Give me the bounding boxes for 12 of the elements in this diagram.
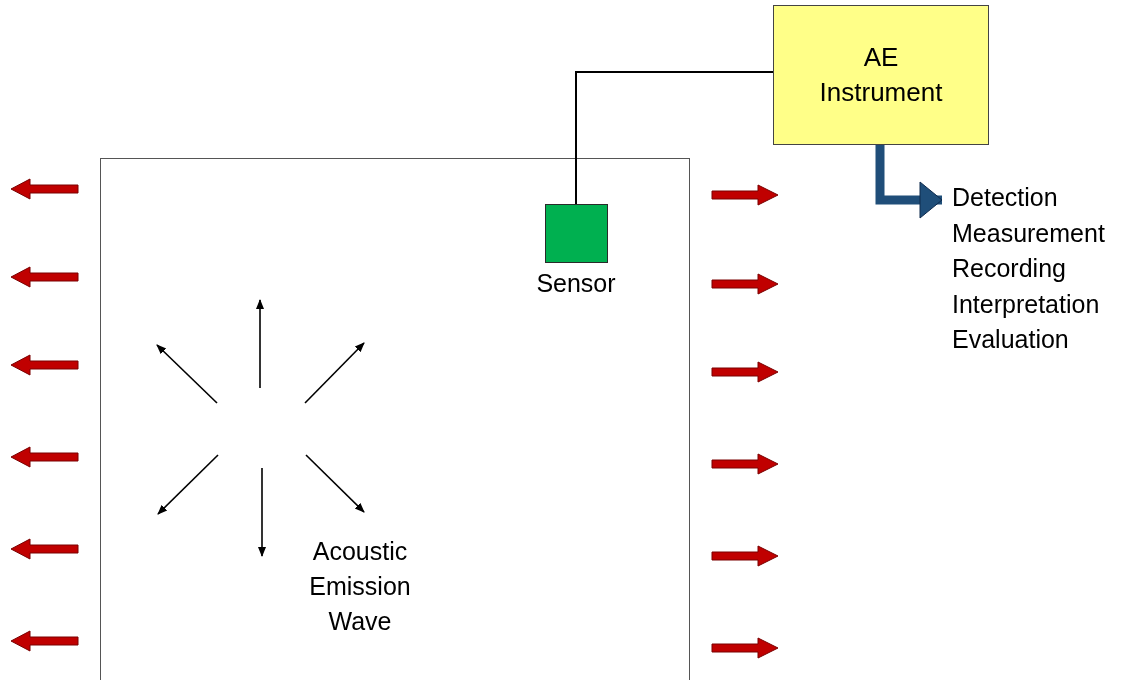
output-item: Measurement — [952, 217, 1106, 249]
instrument-box — [773, 5, 989, 145]
sensor-cable — [575, 71, 774, 205]
specimen-outline — [100, 158, 690, 680]
output-item: Detection — [952, 182, 1059, 213]
sensor-label: Sensor — [536, 268, 616, 298]
instrument-label: AE Instrument — [818, 41, 944, 109]
output-item: Interpretation — [952, 288, 1101, 320]
wave-label: Acoustic Emission Wave — [308, 536, 412, 637]
output-arrow — [875, 145, 943, 219]
output-item: Recording — [952, 253, 1067, 284]
output-item: Evaluation — [952, 324, 1070, 355]
